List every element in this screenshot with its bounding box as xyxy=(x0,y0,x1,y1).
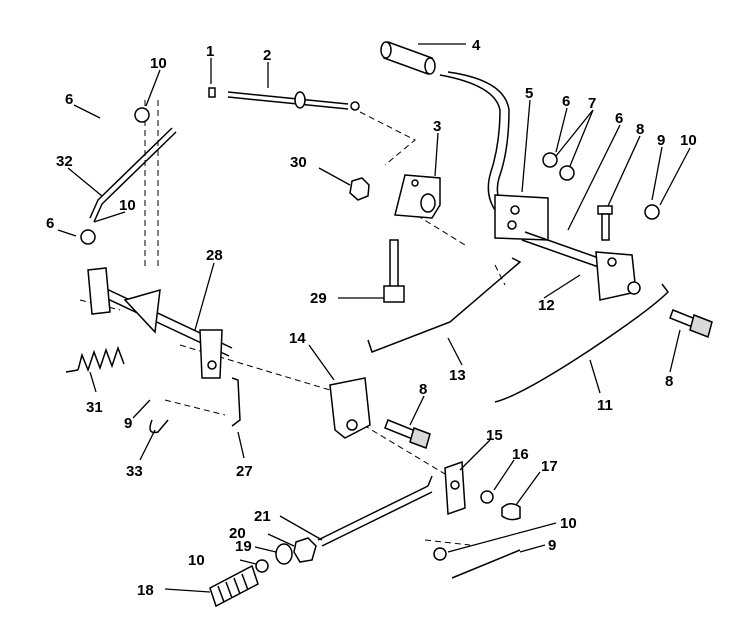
part-7-washer-a xyxy=(542,152,558,168)
label-part-10-d: 10 xyxy=(560,515,577,532)
label-part-4: 4 xyxy=(472,37,481,54)
label-part-13: 13 xyxy=(449,367,466,384)
label-part-7: 7 xyxy=(588,95,596,112)
part-5-lift-lever xyxy=(439,71,549,241)
label-part-29: 29 xyxy=(310,290,327,307)
label-part-9-b: 9 xyxy=(124,415,132,432)
part-12-lift-shaft xyxy=(521,231,641,301)
part-16-washer xyxy=(480,490,494,504)
part-13-rod xyxy=(367,257,522,353)
part-28-rockshaft xyxy=(87,267,233,379)
label-part-11: 11 xyxy=(597,397,613,414)
label-part-28: 28 xyxy=(206,247,223,264)
label-part-9-a: 9 xyxy=(657,132,665,149)
part-8-bolt-upper xyxy=(597,205,613,241)
label-part-6-d: 6 xyxy=(46,215,54,232)
part-19-spacer xyxy=(275,543,293,565)
part-10-washer-right xyxy=(644,204,660,220)
part-30-nut xyxy=(349,177,370,201)
part-27-rod xyxy=(231,377,241,427)
part-31-spring xyxy=(65,345,125,373)
leader-lines xyxy=(57,43,691,593)
part-7-washer-b xyxy=(559,165,575,181)
part-number-labels: 1 2 4 3 5 6 7 6 8 9 10 10 6 32 10 6 30 2… xyxy=(46,37,697,599)
part-2-rod xyxy=(227,91,360,111)
label-part-27: 27 xyxy=(236,463,253,480)
part-17-clip xyxy=(501,503,521,521)
label-part-32: 32 xyxy=(56,153,73,170)
part-8-bolt-right xyxy=(669,309,713,339)
label-part-17: 17 xyxy=(541,458,558,475)
part-11-rod xyxy=(494,283,669,403)
label-part-8-c: 8 xyxy=(419,381,427,398)
part-10-washer-small xyxy=(255,559,269,573)
label-part-20: 20 xyxy=(229,525,246,542)
label-part-10-e: 10 xyxy=(188,552,205,569)
label-part-8-a: 8 xyxy=(636,121,644,138)
label-part-5: 5 xyxy=(525,85,533,102)
part-1-pin xyxy=(208,87,216,98)
part-20-nut xyxy=(293,537,317,563)
label-part-21: 21 xyxy=(254,508,271,525)
part-10-washer-mid-left xyxy=(80,229,96,245)
label-part-31: 31 xyxy=(86,399,103,416)
part-15-plate xyxy=(444,460,466,516)
part-33-clip xyxy=(149,419,169,434)
part-18-spring xyxy=(209,564,259,608)
part-3-bracket xyxy=(394,174,441,219)
label-part-2: 2 xyxy=(263,47,271,64)
label-part-6-a: 6 xyxy=(562,93,570,110)
label-part-33: 33 xyxy=(126,463,143,480)
label-part-30: 30 xyxy=(290,154,307,171)
label-part-12: 12 xyxy=(538,297,555,314)
label-part-9-c: 9 xyxy=(548,537,556,554)
part-32-link-rod xyxy=(89,127,173,219)
label-part-10-c: 10 xyxy=(119,197,136,214)
part-14-bracket xyxy=(329,377,371,439)
part-10-washer-lower-right xyxy=(433,547,447,561)
part-4-handle-grip xyxy=(380,41,436,75)
label-part-10-b: 10 xyxy=(150,55,167,72)
label-part-8-b: 8 xyxy=(665,373,673,390)
label-part-18: 18 xyxy=(137,582,154,599)
label-part-10-a: 10 xyxy=(680,132,697,149)
part-8-bolt-lower xyxy=(384,419,431,449)
label-part-6-c: 6 xyxy=(65,91,73,108)
label-part-3: 3 xyxy=(433,118,441,135)
label-part-15: 15 xyxy=(486,427,503,444)
label-part-14: 14 xyxy=(289,330,306,347)
label-part-19: 19 xyxy=(235,538,252,555)
part-29-bolt xyxy=(383,239,405,303)
label-part-6-b: 6 xyxy=(615,110,623,127)
label-part-16: 16 xyxy=(512,446,529,463)
part-10-washer-top-left xyxy=(134,107,150,123)
label-part-1: 1 xyxy=(206,43,214,60)
part-21-threaded-rod xyxy=(317,475,433,547)
part-9-pin-lower-right xyxy=(451,549,521,579)
